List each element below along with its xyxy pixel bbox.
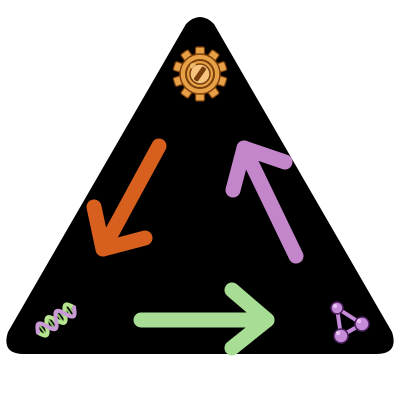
dna-rung xyxy=(37,323,48,336)
arrow-molecule-to-gear xyxy=(225,140,304,264)
gear-icon xyxy=(172,46,228,102)
dna-icon xyxy=(35,302,77,338)
molecule-icon xyxy=(330,301,370,344)
triangle-background xyxy=(6,17,394,354)
arrow-gear-to-dna xyxy=(86,138,167,257)
arrow-dna-to-molecule xyxy=(133,282,275,356)
